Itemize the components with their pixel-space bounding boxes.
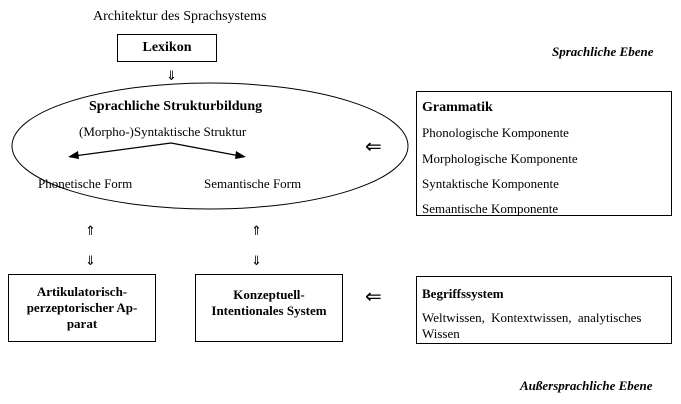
diagram-title: Architektur des Sprachsystems [93,9,267,24]
arrow-left-grammar: ⇐ [365,134,382,158]
branch-arrowhead-left [68,151,79,159]
arrow-left-begriff: ⇐ [365,284,382,308]
arrow-down-lexikon: ⇓ [166,69,177,84]
arrow-down-artic: ⇓ [85,254,96,269]
articulatory-line-2: perzeptorischer Ap- [26,300,138,315]
grammar-box: Grammatik Phonologische Komponente Morph… [416,91,672,216]
structure-ellipse [11,82,409,210]
ellipse-syntax-label: (Morpho-)Syntaktische Struktur [79,124,247,139]
arrow-up-semantic: ⇑ [251,224,262,239]
level-label-linguistic: Sprachliche Ebene [552,44,654,59]
articulatory-box: Artikulatorisch- perzeptorischer Ap- par… [8,274,156,342]
arrow-up-phonetic: ⇑ [85,224,96,239]
level-label-extralinguistic: Außersprachliche Ebene [520,378,653,393]
grammar-component: Morphologische Komponente [422,151,578,166]
grammar-component: Phonologische Komponente [422,125,569,140]
grammar-heading: Grammatik [422,100,493,115]
branch-arrowhead-right [235,151,246,159]
grammar-component: Semantische Komponente [422,201,559,216]
conceptual-box: Konzeptuell- Intentionales System [195,274,343,342]
concept-system-line-1: Weltwissen, Kontextwissen, analytisches [422,310,642,325]
articulatory-line-3: parat [66,316,98,331]
grammar-component: Syntaktische Komponente [422,176,559,191]
articulatory-line-1: Artikulatorisch- [36,284,128,299]
lexikon-box: Lexikon [117,34,217,62]
branch-line-right [170,142,241,157]
ellipse-semantic-label: Semantische Form [204,176,302,191]
conceptual-line-1: Konzeptuell- [233,287,305,302]
ellipse-phonetic-label: Phonetische Form [38,176,133,191]
ellipse-heading: Sprachliche Strukturbildung [89,99,263,114]
concept-system-line-2: Wissen [422,326,460,341]
arrow-down-concept: ⇓ [251,254,262,269]
concept-system-box: Begriffssystem Weltwissen, Kontextwissen… [416,276,672,344]
branch-line-left [73,142,172,157]
lexikon-label: Lexikon [142,40,192,55]
conceptual-line-2: Intentionales System [211,303,327,318]
concept-system-heading: Begriffssystem [422,286,504,301]
